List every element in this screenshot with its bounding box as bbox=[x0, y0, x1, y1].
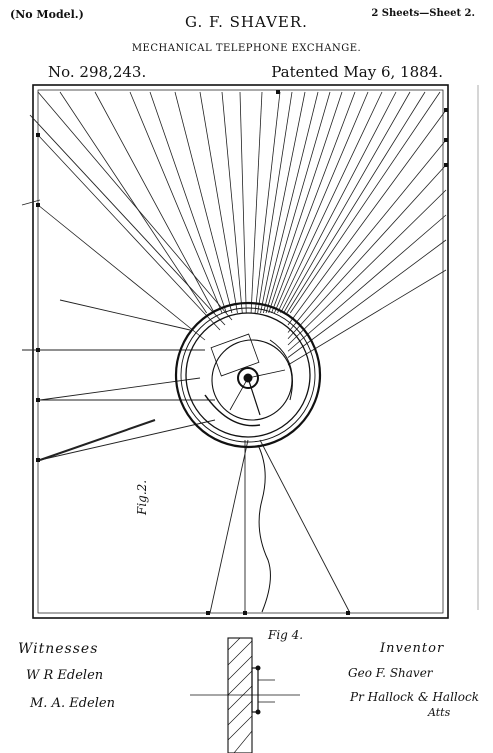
side-lines bbox=[21, 114, 351, 614]
attorney-signature: Pr Hallock & Hallock bbox=[350, 690, 479, 704]
sheet-note: 2 Sheets—Sheet 2. bbox=[371, 8, 475, 19]
wavy-wire bbox=[257, 444, 271, 613]
patent-number: No. 298,243. bbox=[48, 63, 147, 81]
model-note: (No Model.) bbox=[10, 8, 84, 21]
patent-date: Patented May 6, 1884. bbox=[271, 63, 443, 81]
rotary-switch-device bbox=[174, 301, 322, 449]
drawing-frame bbox=[32, 84, 449, 619]
fig4-label: Fig 4. bbox=[268, 628, 304, 642]
inventor-heading: G. F. SHAVER. bbox=[185, 13, 308, 31]
witness-signature-2: M. A. Edelen bbox=[30, 696, 115, 711]
inventor-label: Inventor bbox=[380, 641, 445, 656]
inventor-signature: Geo F. Shaver bbox=[348, 666, 433, 680]
fig4-section-drawing bbox=[190, 637, 300, 753]
attorney-suffix: Atts bbox=[428, 706, 451, 719]
radiating-lines bbox=[37, 91, 447, 366]
witness-signature-1: W R Edelen bbox=[26, 668, 104, 683]
edge-connectors bbox=[36, 90, 448, 615]
witnesses-label: Witnesses bbox=[18, 641, 99, 657]
patent-title: MECHANICAL TELEPHONE EXCHANGE. bbox=[131, 43, 362, 54]
fig2-label: Fig.2. bbox=[135, 479, 149, 515]
